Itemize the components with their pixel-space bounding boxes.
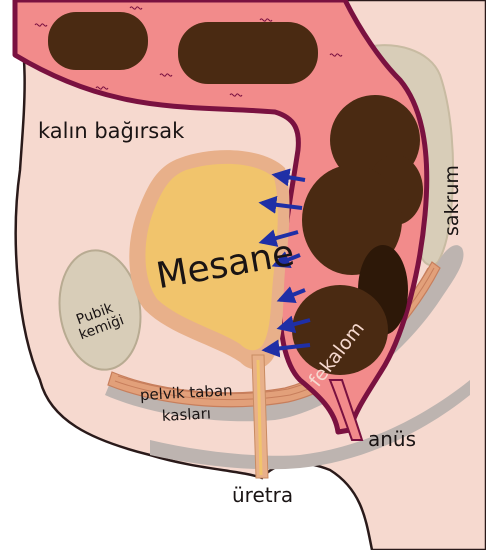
label-urethra: üretra [232, 483, 293, 507]
label-pelvic-floor-2: kasları [161, 404, 211, 425]
label-sacrum: sakrum [441, 165, 463, 236]
label-anus: anüs [368, 427, 416, 451]
label-large-intestine: kalın bağırsak [38, 119, 185, 143]
